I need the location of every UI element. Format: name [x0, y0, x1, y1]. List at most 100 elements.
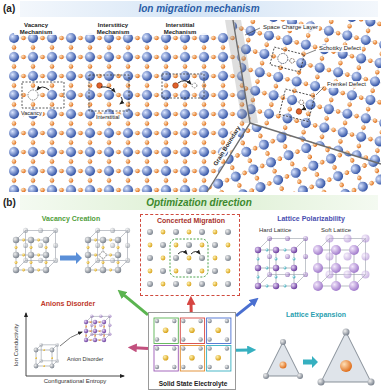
cation-atom — [218, 71, 228, 81]
anion-atom — [245, 230, 251, 236]
cation-atom — [181, 346, 185, 350]
anion-atom — [221, 102, 226, 107]
cation-atom — [374, 135, 381, 147]
anion-atom — [40, 131, 45, 136]
site-label: Interstitial — [95, 114, 121, 120]
cation-atom — [257, 138, 270, 151]
cation-atom — [123, 166, 133, 176]
anion-atom — [280, 113, 286, 119]
cation-atom — [349, 60, 362, 73]
anion-atom — [145, 178, 150, 183]
anion-atom — [192, 36, 197, 41]
small-atom — [284, 285, 287, 288]
anion-atom — [345, 72, 351, 78]
back-atom — [95, 243, 100, 248]
anion-atom — [224, 177, 230, 183]
anion-atom — [78, 188, 83, 193]
leader-line — [316, 87, 324, 95]
anion-atom — [211, 93, 216, 98]
back-atom — [110, 258, 115, 263]
anion-atom — [269, 102, 275, 108]
cation-atom — [173, 255, 179, 261]
cation-atom — [66, 52, 76, 62]
cation-atom — [161, 147, 171, 157]
small-atom — [22, 254, 25, 257]
front-atom — [100, 267, 106, 273]
anion-atom — [59, 131, 64, 136]
anion-atom — [284, 173, 290, 179]
small-atom — [117, 261, 120, 264]
vertex-atom — [280, 339, 286, 345]
cation-atom — [28, 71, 38, 81]
anion-atom — [173, 169, 178, 174]
small-atom — [94, 254, 97, 257]
front-atom — [102, 320, 106, 324]
anion-atom — [319, 134, 325, 140]
anion-atom — [213, 282, 218, 287]
cation-atom — [66, 90, 76, 100]
anion-atom — [107, 178, 112, 183]
anion-atom — [50, 64, 55, 69]
anion-atom — [259, 121, 264, 126]
cation-atom — [378, 39, 381, 51]
cation-atom — [171, 163, 183, 175]
lattice-line — [338, 74, 381, 197]
anion-atom — [126, 64, 131, 69]
anion-atom — [145, 64, 150, 69]
anion-atom — [319, 56, 325, 62]
cation-atom — [47, 52, 57, 62]
anion-atom — [183, 159, 188, 164]
mobile-ion — [280, 362, 287, 369]
cation-atom — [198, 337, 202, 341]
anion-atom — [164, 45, 169, 50]
cation-atom — [272, 173, 285, 186]
anion-atom — [285, 76, 291, 82]
strategy-panel: Concerted Migration — [140, 214, 240, 296]
anion-atom — [369, 180, 375, 186]
anion-atom — [97, 74, 102, 79]
vacancy-site — [28, 90, 38, 100]
cation-atom — [353, 120, 366, 133]
front-atom — [331, 281, 341, 291]
anion-atom — [211, 36, 216, 41]
mobile-ion — [340, 360, 352, 372]
small-atom — [275, 258, 278, 261]
lattice-line — [301, 0, 356, 220]
anion-atom — [226, 269, 231, 274]
cation-atom — [370, 113, 381, 126]
anion-atom — [271, 132, 277, 138]
unit-cell — [180, 318, 204, 344]
cation-atom — [222, 255, 235, 268]
anion-atom — [342, 120, 348, 126]
small-atom — [37, 254, 40, 257]
anion-atom — [50, 102, 55, 107]
anion-atom — [69, 45, 74, 50]
section-band: Ion migration mechanism — [20, 1, 378, 17]
front-atom — [43, 237, 49, 243]
migration-arrow — [191, 252, 200, 255]
cation-atom — [364, 16, 376, 28]
cation-atom — [207, 346, 211, 350]
anion-atom — [164, 159, 169, 164]
cation-atom — [258, 48, 270, 60]
cation-atom — [332, 170, 345, 183]
anion-atom — [221, 45, 226, 50]
cation-atom — [199, 147, 209, 157]
anion-atom — [195, 83, 201, 89]
anion-atom — [145, 45, 150, 50]
anion-atom — [154, 112, 159, 117]
anion-atom — [31, 140, 36, 145]
lattice-line — [264, 0, 319, 211]
axis-label: Ion Conductivity — [13, 323, 20, 368]
cation-atom — [161, 166, 171, 176]
anion-atom — [116, 150, 121, 155]
anion-atom — [354, 145, 360, 151]
anion-atom — [69, 102, 74, 107]
mechanism-label: Vacancy Mechanism — [14, 22, 58, 35]
cation-atom — [161, 109, 171, 119]
front-atom — [93, 320, 97, 324]
front-atom — [313, 281, 323, 291]
cation-atom — [278, 89, 291, 102]
back-atom — [108, 323, 112, 327]
small-atom — [43, 365, 45, 367]
